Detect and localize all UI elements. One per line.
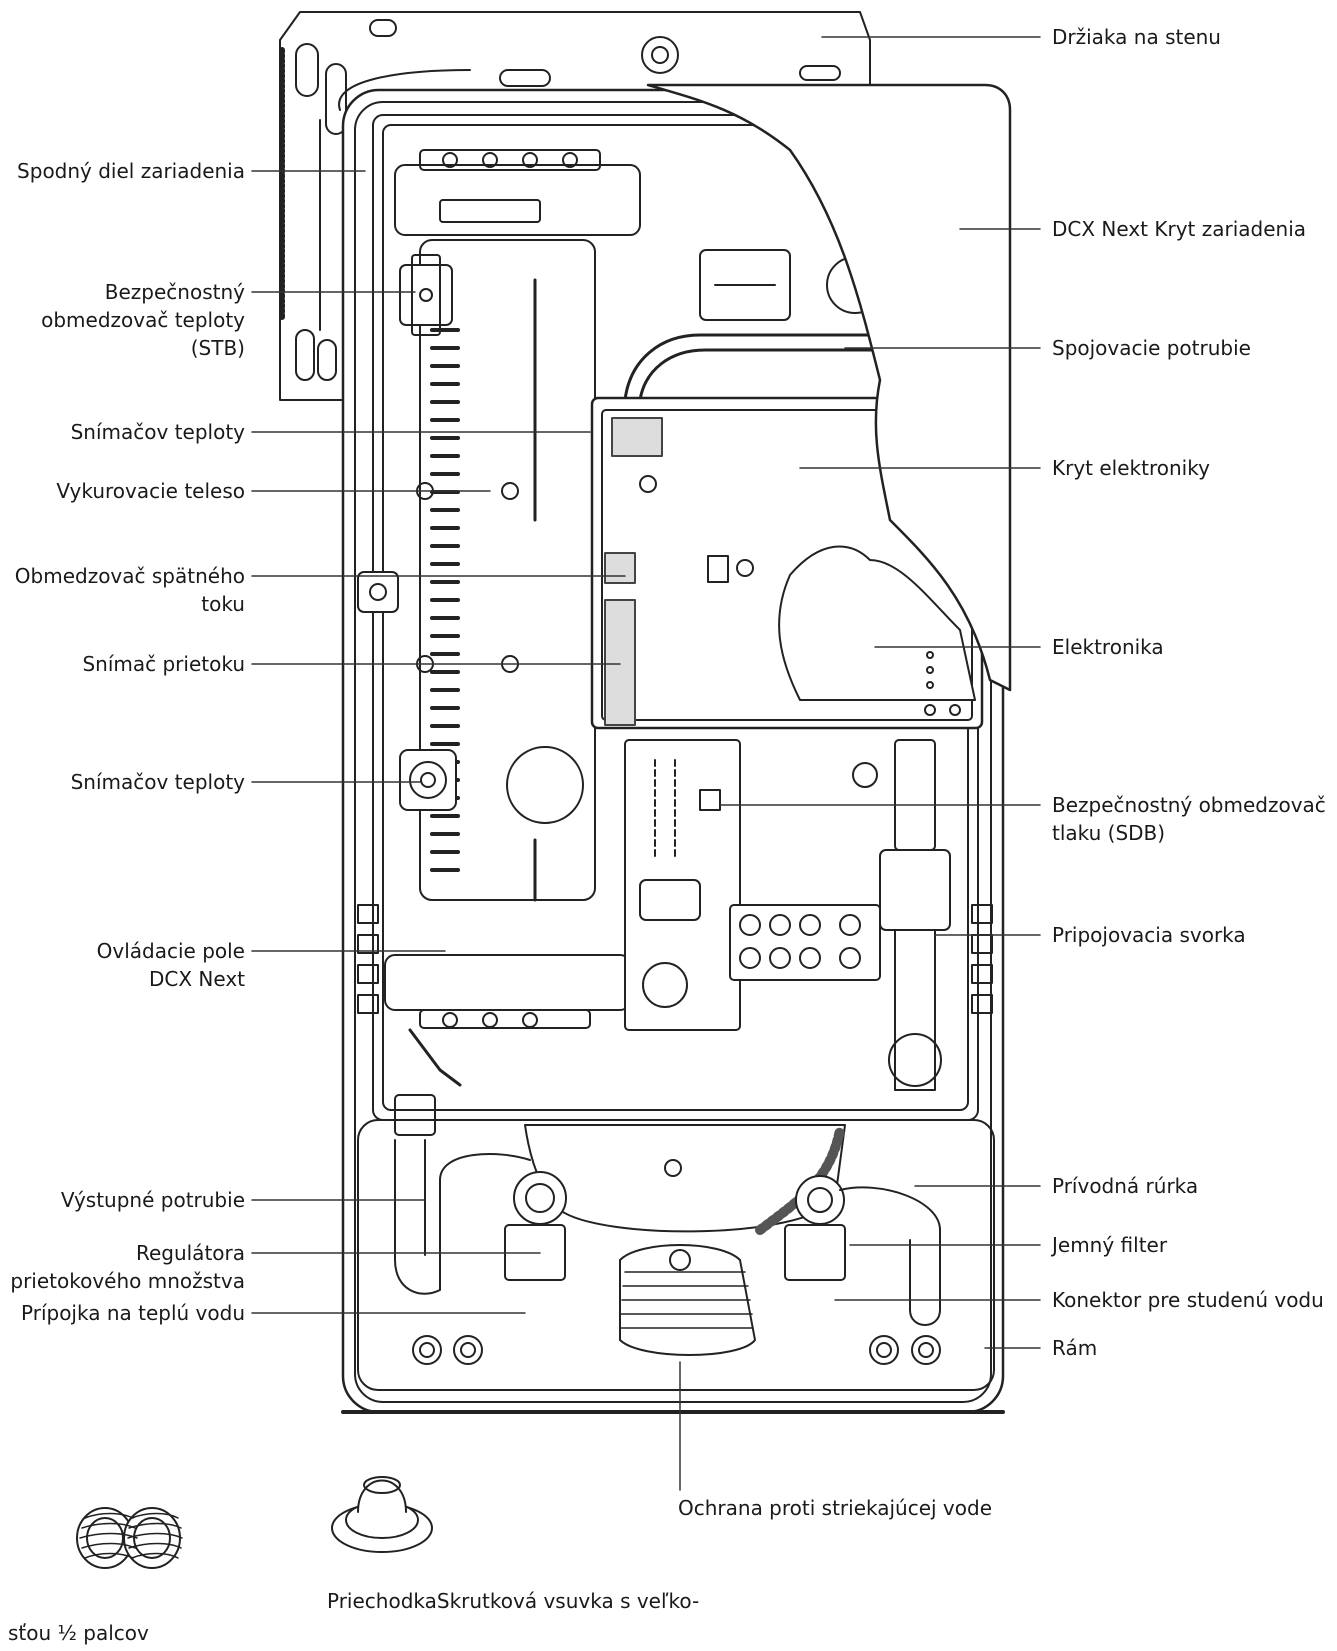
label-snimac-teploty-1: Snímačov teploty <box>70 420 245 444</box>
cold-pipe-right <box>784 1175 941 1326</box>
label-pripojka-tepla: Prípojka na teplú vodu <box>21 1301 245 1325</box>
label-snimac-prietoku: Snímač prietoku <box>82 652 245 676</box>
label-sdb-line2: tlaku (SDB) <box>1052 821 1166 845</box>
leader-lines-left <box>251 170 626 1314</box>
label-ram: Rám <box>1052 1336 1098 1360</box>
outlet-pipe-left <box>394 1094 567 1295</box>
label-ochrana-proti-striekajucej-vode: Ochrana proti striekajúcej vode <box>678 1496 993 1520</box>
backflow-clip <box>357 571 399 613</box>
label-snimac-teploty-2: Snímačov teploty <box>70 770 245 794</box>
label-stb-line1: Bezpečnostný <box>104 280 245 304</box>
label-elektronika: Elektronika <box>1052 635 1164 659</box>
leader-lines-right <box>719 36 1041 1349</box>
label-ovladacie-pole: Ovládacie pole DCX Next <box>97 937 245 993</box>
terminal-block <box>729 904 881 981</box>
label-regulator-line2: prietokového množstva <box>10 1269 245 1293</box>
threaded-nipples-accessory <box>76 1507 183 1569</box>
temp-sensor-lower <box>399 749 457 811</box>
heating-element <box>416 239 596 902</box>
label-vystupne-potrubie: Výstupné potrubie <box>60 1188 245 1212</box>
label-spodny-diel: Spodný diel zariadenia <box>17 159 245 183</box>
label-stb-line3: (STB) <box>190 336 245 360</box>
label-privodna-rurka: Prívodná rúrka <box>1052 1174 1199 1198</box>
label-spojovacie-potrubie: Spojovacie potrubie <box>1052 336 1251 360</box>
sdb-component <box>624 739 741 1031</box>
label-stb: Bezpečnostný obmedzovač teploty (STB) <box>41 278 245 362</box>
caption-grommet: PriechodkaSkrutková vsuvka s veľko- <box>327 1589 700 1613</box>
label-sdb: Bezpečnostný obmedzovač tlaku (SDB) <box>1052 791 1326 847</box>
label-obmedzovac-line1: Obmedzovač spätného <box>14 564 245 588</box>
side-clips <box>357 904 993 1014</box>
label-kryt-elektroniky: Kryt elektroniky <box>1052 456 1210 480</box>
label-ovladacie-line2: DCX Next <box>148 967 245 991</box>
label-ovladacie-line1: Ovládacie pole <box>96 939 245 963</box>
label-drziak: Držiaka na stenu <box>1052 25 1221 49</box>
caption-nipples: sťou ½ palcov <box>8 1621 149 1645</box>
label-pripojovacia-svorka: Pripojovacia svorka <box>1052 923 1246 947</box>
label-vykurovacie-teleso: Vykurovacie teleso <box>56 479 245 503</box>
label-konektor-studena: Konektor pre studenú vodu <box>1052 1288 1324 1312</box>
label-stb-line2: obmedzovač teploty <box>41 308 245 332</box>
top-manifold <box>394 149 641 236</box>
label-obmedzovac-line2: toku <box>201 592 245 616</box>
label-sdb-line1: Bezpečnostný obmedzovač <box>1052 793 1326 817</box>
label-jemny-filter: Jemný filter <box>1052 1233 1168 1257</box>
stb-component <box>399 254 453 336</box>
connecting-pipe <box>623 249 884 402</box>
inlet-pipe-right <box>852 739 951 1091</box>
bottom-holes <box>412 1335 941 1365</box>
label-obmedzovac-spatneho-toku: Obmedzovač spätného toku <box>15 562 245 618</box>
label-kryt-zariadenia: DCX Next Kryt zariadenia <box>1052 217 1307 241</box>
label-regulator-line1: Regulátora <box>135 1241 245 1265</box>
label-regulator: Regulátora prietokového množstva <box>10 1239 245 1295</box>
device-cover <box>646 83 1012 692</box>
grommet-accessory <box>331 1476 433 1553</box>
